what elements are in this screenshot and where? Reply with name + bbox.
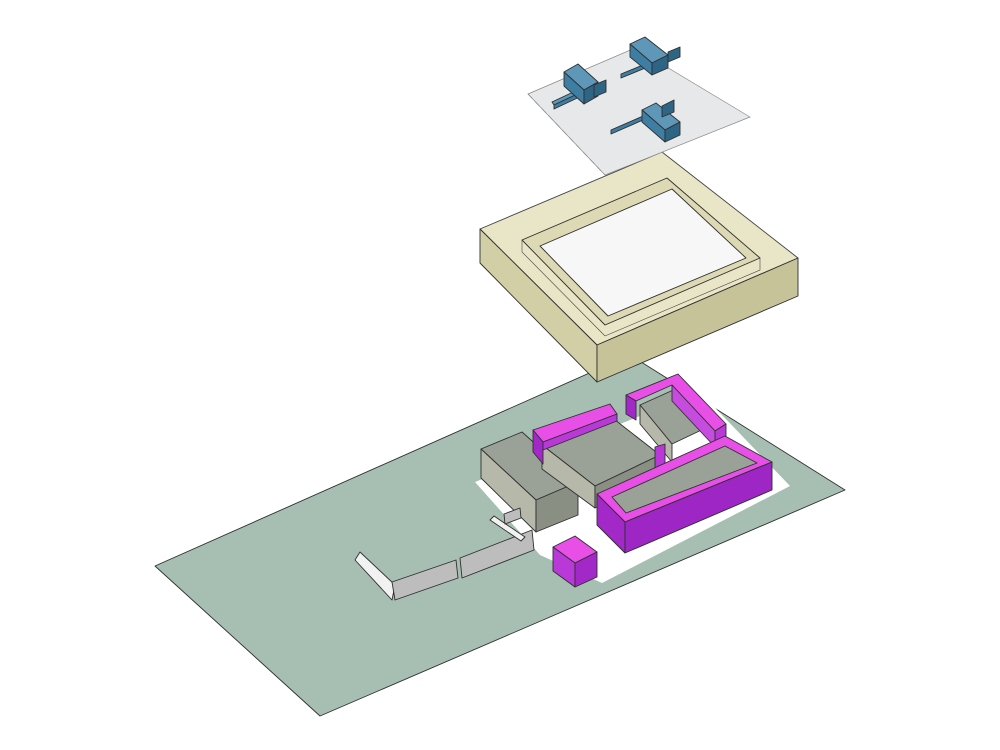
magenta-frame-center — [532, 403, 666, 471]
magenta-frame-long — [596, 435, 773, 554]
roof-ring-front-face — [596, 257, 799, 383]
ground-plane — [154, 354, 846, 717]
magenta-frame-right — [625, 373, 727, 448]
gray-glass-block-left — [480, 431, 579, 533]
equipment-layer — [527, 36, 751, 176]
magenta-cube — [552, 535, 598, 588]
equipment-unit — [610, 99, 681, 143]
roof-inner-slab — [539, 188, 747, 317]
roof-ring-layer — [479, 151, 799, 383]
equipment-unit — [551, 63, 607, 110]
fence-wall — [354, 507, 535, 601]
equipment-unit — [620, 36, 681, 79]
ground-layer — [154, 354, 846, 717]
